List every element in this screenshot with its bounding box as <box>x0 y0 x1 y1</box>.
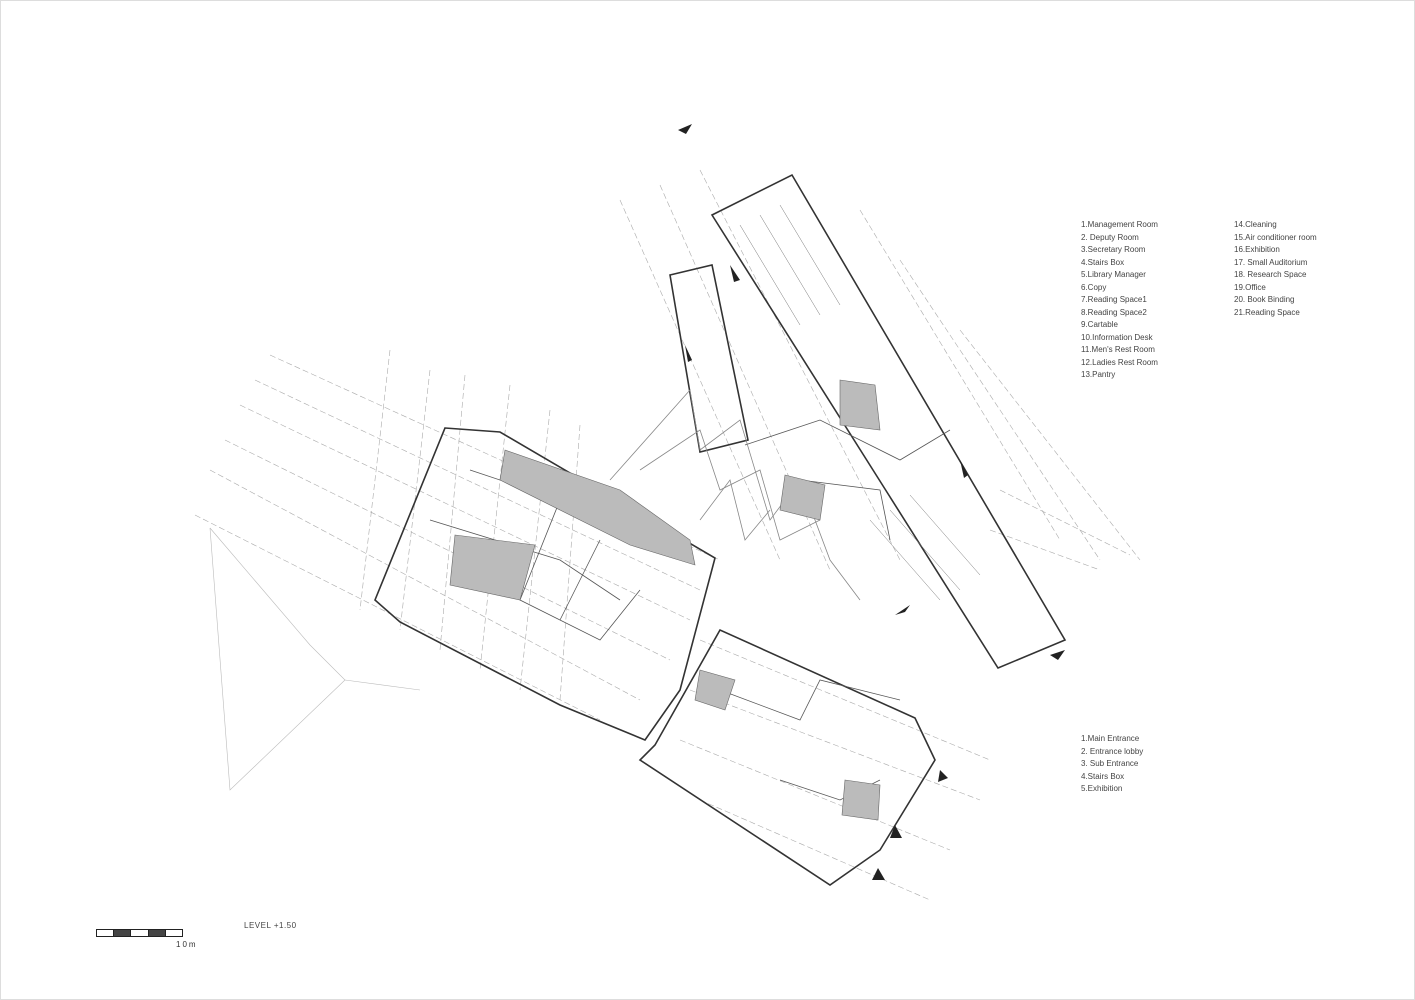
scale-bar <box>96 929 183 937</box>
legend-item: 14.Cleaning <box>1234 220 1277 229</box>
legend-item: 5.Exhibition <box>1081 784 1123 793</box>
legend-item: 8.Reading Space2 <box>1081 307 1147 317</box>
roof-outline <box>209 527 421 791</box>
room-legend-col2: 14.Cleaning 15.Air conditioner room 16.E… <box>1234 219 1317 319</box>
southeast-building <box>638 628 936 886</box>
legend-item: 4.Stairs Box <box>1081 771 1125 781</box>
legend-item: 1.Main Entrance <box>1081 734 1140 743</box>
central-canopy <box>609 389 861 601</box>
legend-item: 15.Air conditioner room <box>1234 232 1317 242</box>
legend-item: 17. Small Auditorium <box>1234 257 1308 267</box>
legend-item: 18. Research Space <box>1234 270 1307 279</box>
legend-item: 13.Pantry <box>1081 370 1116 379</box>
legend-item: 4.Stairs Box <box>1081 257 1125 267</box>
legend-item: 3. Sub Entrance <box>1081 759 1139 768</box>
legend-item: 2. Deputy Room <box>1081 232 1139 242</box>
level-label: LEVEL +1.50 <box>244 921 297 930</box>
legend-item: 3.Secretary Room <box>1081 245 1146 254</box>
scale-bar-label: 10m <box>176 940 198 949</box>
legend-item: 1.Management Room <box>1081 220 1158 229</box>
northeast-building <box>710 173 1067 669</box>
legend-item: 16.Exhibition <box>1234 245 1280 254</box>
legend-item: 10.Information Desk <box>1081 332 1153 342</box>
legend-item: 5.Library Manager <box>1081 270 1146 279</box>
legend-item: 6.Copy <box>1081 282 1107 292</box>
section-markers <box>678 124 1065 880</box>
stairs-hatch <box>449 379 881 821</box>
legend-item: 21.Reading Space <box>1234 307 1300 317</box>
grid-lines <box>194 169 1141 901</box>
legend-item: 20. Book Binding <box>1234 295 1295 304</box>
interior-walls <box>429 419 951 801</box>
legend-item: 2. Entrance lobby <box>1081 746 1144 756</box>
legend-item: 19.Office <box>1234 282 1266 292</box>
room-legend-col1: 1.Management Room 2. Deputy Room 3.Secre… <box>1081 219 1158 382</box>
legend-item: 11.Men's Rest Room <box>1081 345 1155 354</box>
entrance-legend: 1.Main Entrance 2. Entrance lobby 3. Sub… <box>1081 733 1143 796</box>
legend-item: 12.Ladies Rest Room <box>1081 357 1158 367</box>
legend-item: 7.Reading Space1 <box>1081 295 1147 304</box>
legend-item: 9.Cartable <box>1081 320 1118 329</box>
building-outlines <box>374 173 1067 886</box>
reading-desks <box>739 204 981 601</box>
northeast-wing <box>669 264 749 453</box>
